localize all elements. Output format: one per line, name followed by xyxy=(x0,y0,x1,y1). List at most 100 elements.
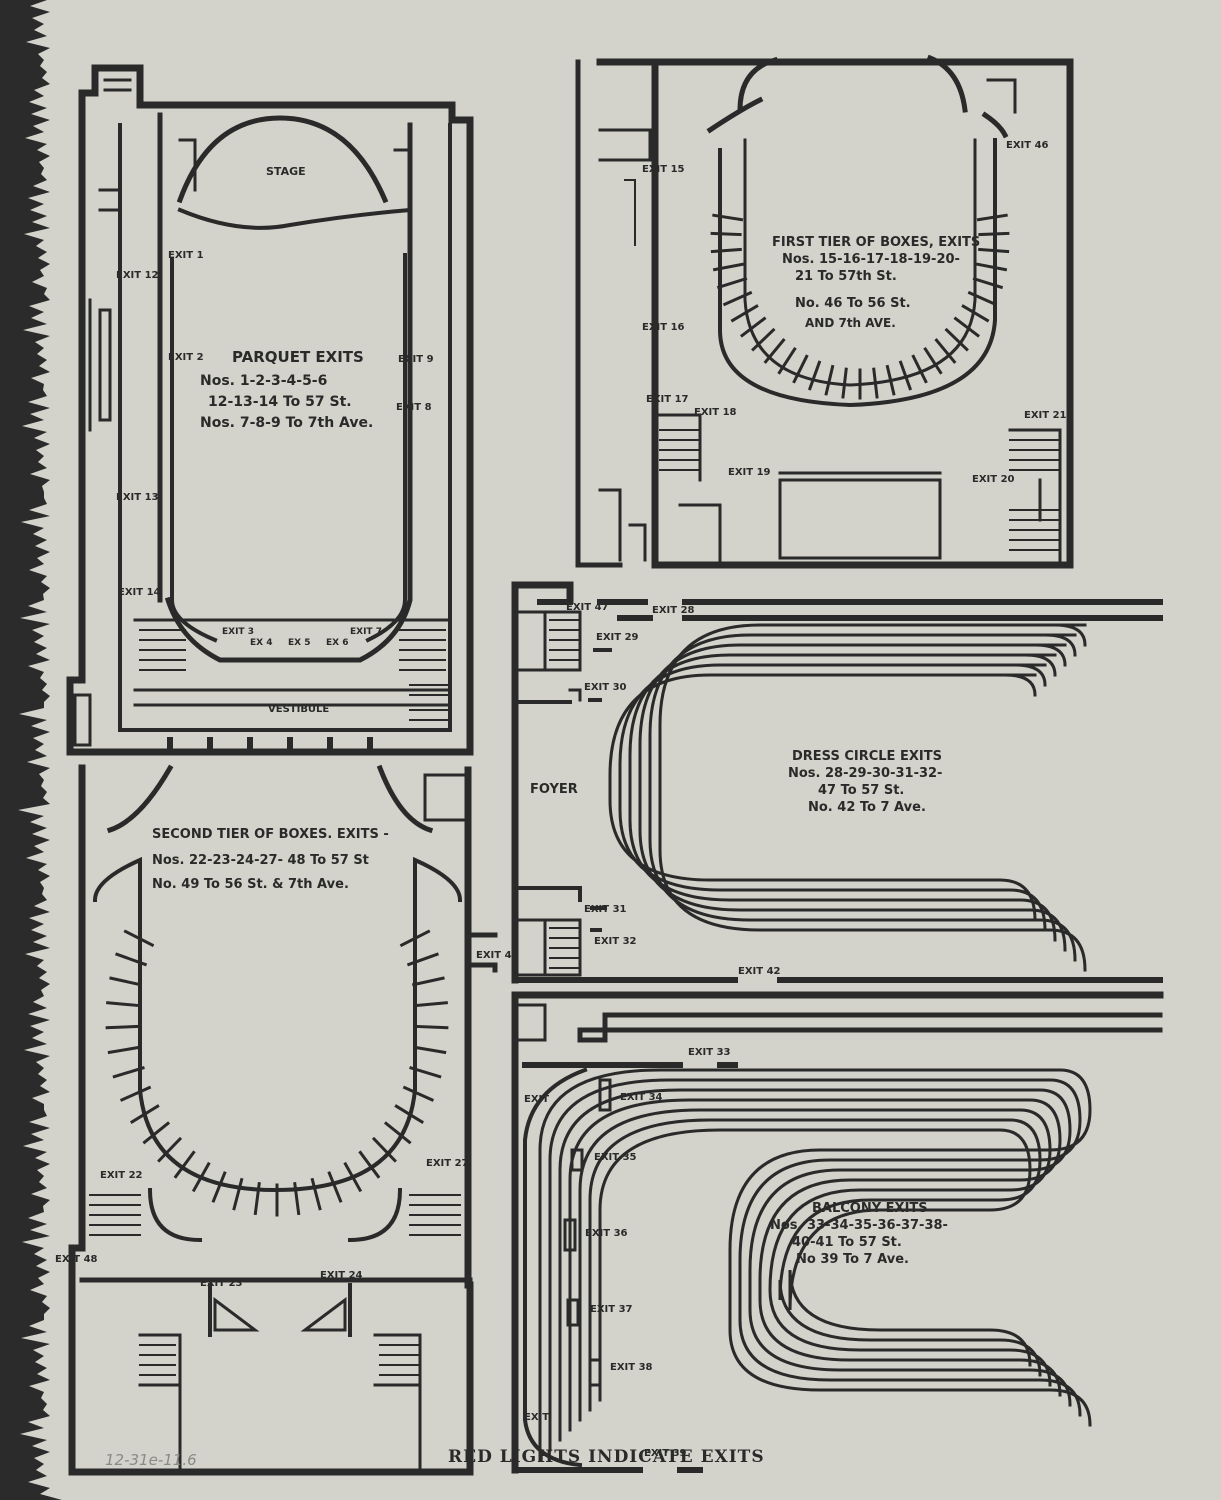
box-partition xyxy=(730,304,759,323)
exit-5-label: EX 5 xyxy=(288,638,310,648)
box-partition xyxy=(142,1121,171,1145)
exit-19-label: EXIT 19 xyxy=(728,467,771,478)
box-partition xyxy=(944,327,969,352)
exit-49-label: EXIT 49 xyxy=(476,950,519,961)
box-partition xyxy=(157,1136,183,1163)
seat-row xyxy=(598,1128,1032,1402)
box-partition xyxy=(792,354,809,384)
box-partition xyxy=(105,1024,139,1030)
box-partition xyxy=(253,1181,261,1216)
box-partition xyxy=(106,1001,140,1008)
exit-16-label: EXIT 16 xyxy=(642,322,685,333)
exit-30-label: EXIT 30 xyxy=(584,682,627,693)
dress-circle-line-3: 47 To 57 St. xyxy=(818,783,904,798)
box-partition xyxy=(976,213,1008,222)
box-partition xyxy=(763,338,786,364)
dress-circle-plan xyxy=(511,581,1163,984)
exit-27-label: EXIT 27 xyxy=(426,1158,469,1169)
box-partition xyxy=(107,1045,141,1055)
exit-12-label: EXIT 12 xyxy=(116,270,159,281)
exit-balcony-left-upper-label: EXIT xyxy=(524,1094,549,1105)
box-partition xyxy=(399,929,431,948)
box-partition xyxy=(923,346,943,375)
parquet-line-1: Nos. 1-2-3-4-5-6 xyxy=(200,373,327,389)
exit-33-label: EXIT 33 xyxy=(688,1047,731,1058)
exit-31-label: EXIT 31 xyxy=(584,904,627,915)
exit-48-label: EXIT 48 xyxy=(55,1254,98,1265)
exit-6-label: EX 6 xyxy=(326,638,348,648)
box-partition xyxy=(716,276,748,290)
seat-row-end xyxy=(1023,653,1057,677)
box-partition xyxy=(934,338,957,364)
second-tier-line-1: SECOND TIER OF BOXES. EXITS - xyxy=(152,827,389,842)
box-partition xyxy=(129,1104,160,1124)
box-partition xyxy=(841,367,848,399)
seat-row-end xyxy=(1053,623,1087,647)
footer-caption: RED LIGHTS INDICATE EXITS xyxy=(448,1447,765,1467)
box-partition xyxy=(712,213,744,222)
box-partition xyxy=(413,1045,447,1055)
box-partition xyxy=(807,360,822,391)
box-partition xyxy=(978,231,1010,237)
box-partition xyxy=(406,952,439,967)
exit-1-label: EXIT 1 xyxy=(168,250,204,261)
box-partition xyxy=(211,1171,227,1203)
exit-14-label: EXIT 14 xyxy=(118,587,161,598)
box-partition xyxy=(712,262,744,272)
box-partition xyxy=(740,316,767,338)
exit-24-label: EXIT 24 xyxy=(320,1270,363,1281)
first-tier-line-3: 21 To 57th St. xyxy=(795,269,897,284)
exit-21-label: EXIT 21 xyxy=(1024,410,1067,421)
box-partition xyxy=(123,929,155,948)
seat-row xyxy=(588,1118,1042,1412)
exit-2-label: EXIT 2 xyxy=(168,352,204,363)
seat-row xyxy=(548,1078,1082,1452)
box-partition xyxy=(777,346,797,375)
seat-row xyxy=(558,1088,1072,1442)
box-partition xyxy=(112,1066,145,1079)
box-partition xyxy=(911,354,928,384)
second-tier-plan xyxy=(68,764,498,1476)
dress-circle-line-1: DRESS CIRCLE EXITS xyxy=(792,749,942,764)
box-partition xyxy=(722,290,753,307)
dress-circle-seat-rows xyxy=(608,623,1087,972)
exit-13-label: EXIT 13 xyxy=(116,492,159,503)
box-partition xyxy=(409,1066,442,1079)
box-partition xyxy=(343,1161,363,1193)
box-partition xyxy=(232,1177,244,1211)
exit-3-label: EXIT 3 xyxy=(222,627,254,637)
exit-20-label: EXIT 20 xyxy=(972,474,1015,485)
first-tier-plan xyxy=(575,54,1074,569)
second-tier-line-2: Nos. 22-23-24-27- 48 To 57 St xyxy=(152,853,369,868)
box-partition xyxy=(358,1150,381,1179)
second-tier-box-rows xyxy=(105,929,449,1217)
first-tier-line-4: No. 46 To 56 St. xyxy=(795,296,911,311)
exit-28-label: EXIT 28 xyxy=(652,605,695,616)
parquet-line-2: 12-13-14 To 57 St. xyxy=(208,394,352,410)
box-partition xyxy=(978,247,1010,254)
stage-label: STAGE xyxy=(266,165,306,178)
exit-9-label: EXIT 9 xyxy=(398,354,434,365)
seat-row xyxy=(618,663,1047,932)
seat-row-end xyxy=(1043,633,1077,657)
seat-row-end xyxy=(1013,663,1047,687)
exit-7-label: EXIT 7 xyxy=(350,627,382,637)
box-partition xyxy=(327,1171,343,1203)
seat-row xyxy=(538,1068,1092,1462)
exit-46-label: EXIT 46 xyxy=(1006,140,1049,151)
exit-39-label: EXIT 39 xyxy=(644,1448,687,1459)
seat-row-end xyxy=(1003,673,1037,697)
seat-row xyxy=(628,653,1057,942)
balcony-plan xyxy=(511,991,1164,1474)
exit-balcony-left-lower-label: EXIT xyxy=(524,1412,549,1423)
box-partition xyxy=(109,976,143,987)
box-partition xyxy=(191,1161,211,1193)
box-partition xyxy=(411,976,445,987)
box-partition xyxy=(961,304,990,323)
exit-23-label: EXIT 23 xyxy=(200,1278,243,1289)
exit-38-label: EXIT 38 xyxy=(610,1362,653,1373)
seat-row xyxy=(608,673,1037,922)
exit-18-label: EXIT 18 xyxy=(694,407,737,418)
box-partition xyxy=(293,1181,301,1216)
